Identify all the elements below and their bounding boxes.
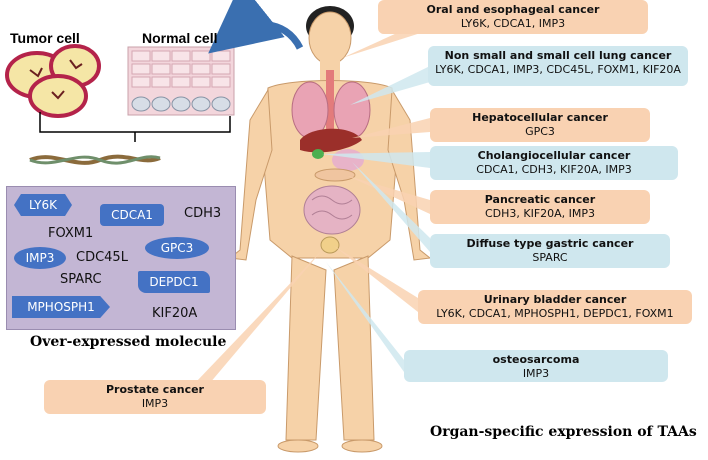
tumor-cells-illustration xyxy=(5,44,101,118)
dna-icon xyxy=(29,154,161,165)
molecule-label-cdca1: CDCA1 xyxy=(111,208,153,222)
cancer-genes: IMP3 xyxy=(522,367,550,380)
cancer-genes: CDCA1, CDH3, KIF20A, IMP3 xyxy=(476,163,632,176)
molecule-shape-gpc3: GPC3 xyxy=(145,237,209,259)
molecule-label-imp3: IMP3 xyxy=(25,251,55,265)
cancer-title: Prostate cancer xyxy=(105,383,204,396)
curved-arrow xyxy=(208,0,304,54)
cancer-box-oral-esophageal: Oral and esophageal cancer LY6K, CDCA1, … xyxy=(378,0,648,34)
molecule-shape-depdc1: DEPDC1 xyxy=(138,271,210,293)
molecule-label-cdc45l: CDC45L xyxy=(76,250,128,265)
molecule-label-foxm1: FOXM1 xyxy=(48,226,94,241)
normal-cells-illustration xyxy=(127,46,235,116)
cancer-box-osteosarcoma: osteosarcoma IMP3 xyxy=(404,350,668,382)
cancer-box-prostate: Prostate cancer IMP3 xyxy=(44,380,266,414)
cancer-title: osteosarcoma xyxy=(492,353,580,366)
molecule-label-ly6k: LY6K xyxy=(29,198,57,212)
cancer-title: Diffuse type gastric cancer xyxy=(466,237,634,250)
molecule-shape-cdca1: CDCA1 xyxy=(100,204,164,226)
molecule-label-mphosph1: MPHOSPH1 xyxy=(27,300,95,314)
cancer-title: Non small and small cell lung cancer xyxy=(444,49,672,62)
cancer-genes: SPARC xyxy=(532,251,568,264)
normal-cell-title: Normal cell xyxy=(142,30,218,46)
cancer-title: Urinary bladder cancer xyxy=(483,293,627,306)
cancer-title: Pancreatic cancer xyxy=(484,193,596,206)
molecule-shape-imp3: IMP3 xyxy=(14,247,66,269)
cancer-title: Cholangiocellular cancer xyxy=(477,149,631,162)
molecule-label-gpc3: GPC3 xyxy=(160,241,194,255)
molecule-caption: Over-expressed molecule xyxy=(30,334,227,350)
cancer-genes: LY6K, CDCA1, IMP3, CDC45L, FOXM1, KIF20A xyxy=(435,63,681,76)
cancer-genes: CDH3, KIF20A, IMP3 xyxy=(484,207,596,220)
molecule-label-kif20a: KIF20A xyxy=(152,306,198,321)
molecule-shape-ly6k: LY6K xyxy=(14,194,72,216)
molecule-label-sparc: SPARC xyxy=(60,272,102,287)
organ-caption: Organ-specific expression of TAAs xyxy=(430,424,697,440)
cancer-box-gastric: Diffuse type gastric cancer SPARC xyxy=(430,234,670,268)
bracket-lines xyxy=(39,112,231,142)
cancer-box-pancreatic: Pancreatic cancer CDH3, KIF20A, IMP3 xyxy=(430,190,650,224)
molecule-label-cdh3: CDH3 xyxy=(184,206,222,221)
cancer-genes: IMP3 xyxy=(141,397,169,410)
connector-wedges xyxy=(196,18,430,390)
cancer-box-lung: Non small and small cell lung cancer LY6… xyxy=(428,46,688,86)
cancer-box-hepatocellular: Hepatocellular cancer GPC3 xyxy=(430,108,650,142)
molecule-shape-mphosph1: MPHOSPH1 xyxy=(12,296,110,318)
cancer-box-urinary-bladder: Urinary bladder cancer LY6K, CDCA1, MPHO… xyxy=(418,290,692,324)
tumor-cell-title: Tumor cell xyxy=(10,30,80,46)
cancer-genes: LY6K, CDCA1, MPHOSPH1, DEPDC1, FOXM1 xyxy=(436,307,674,320)
cancer-box-cholangiocellular: Cholangiocellular cancer CDCA1, CDH3, KI… xyxy=(430,146,678,180)
cancer-genes: GPC3 xyxy=(525,125,555,138)
cancer-title: Oral and esophageal cancer xyxy=(426,3,600,16)
cancer-genes: LY6K, CDCA1, IMP3 xyxy=(460,17,566,30)
cancer-title: Hepatocellular cancer xyxy=(472,111,608,124)
molecule-label-depdc1: DEPDC1 xyxy=(149,275,199,289)
